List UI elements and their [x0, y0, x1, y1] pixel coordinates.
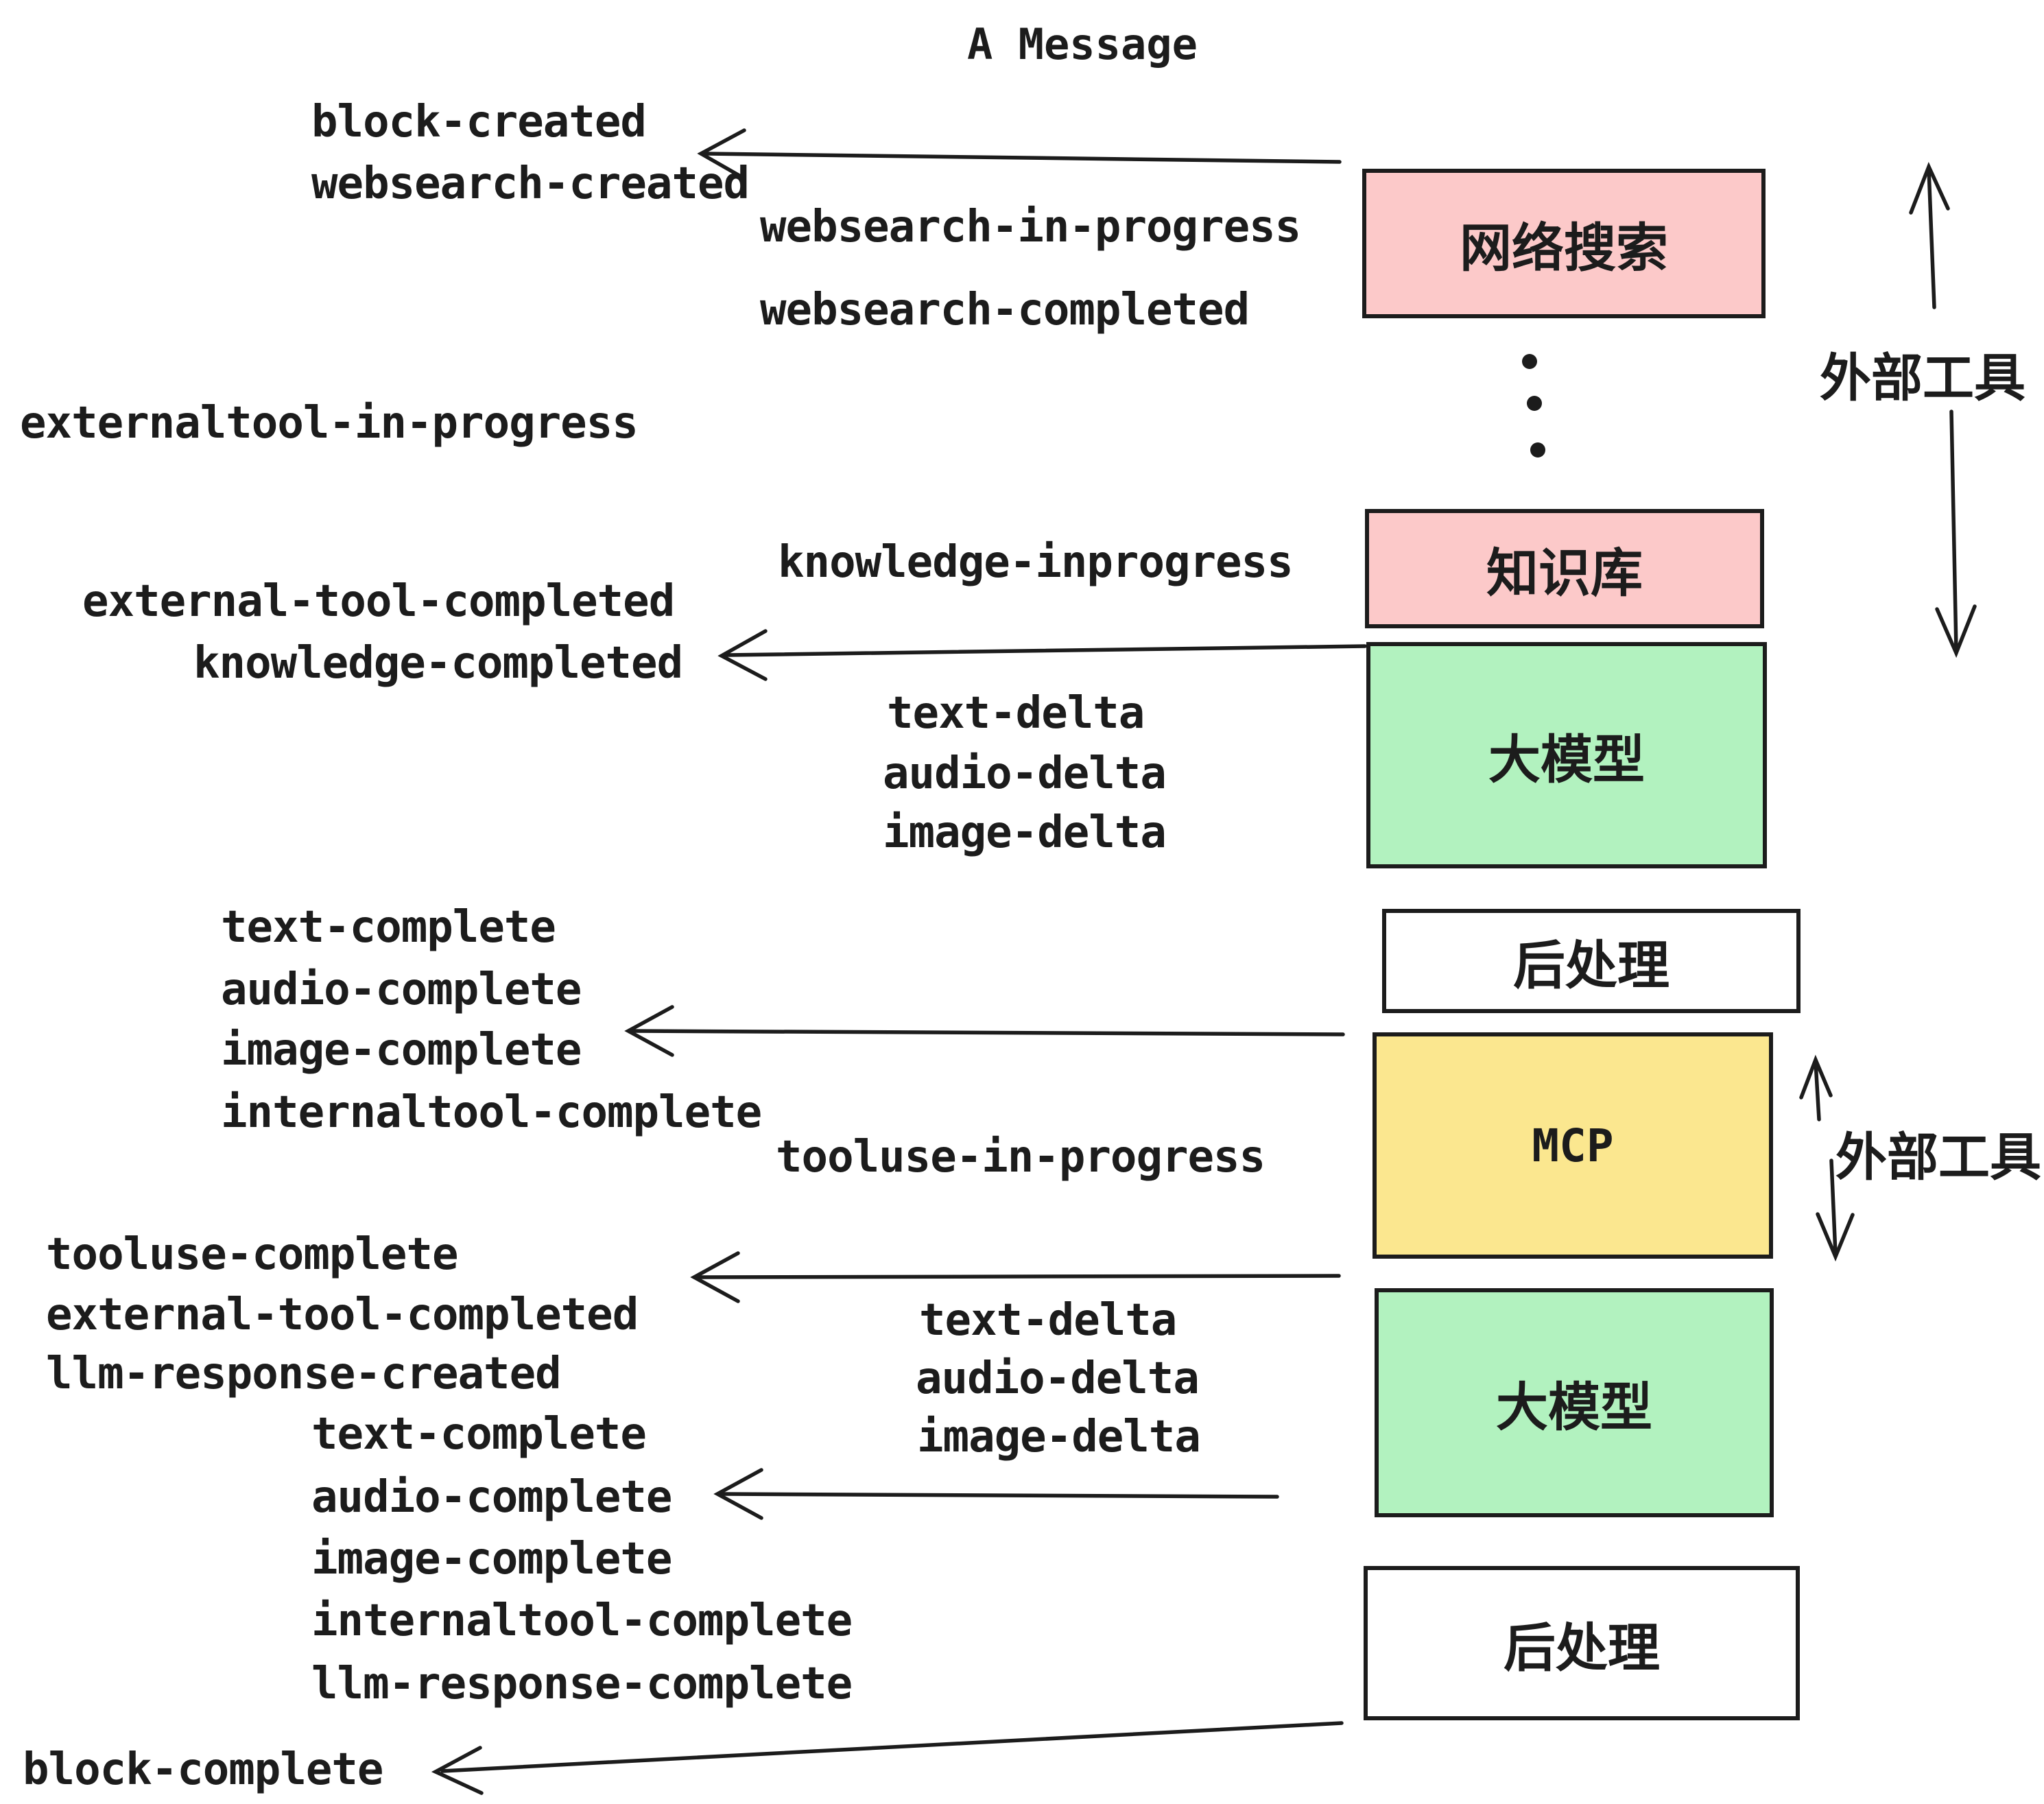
event-label-websearch-created: websearch-created: [311, 158, 750, 209]
event-label-image-complete-2: image-complete: [311, 1534, 672, 1585]
arrow-websearch-to-block-created: [697, 128, 1342, 180]
event-label-knowledge-inprogress: knowledge-inprogress: [778, 537, 1294, 588]
knowledge-base-box: 知识库: [1365, 509, 1764, 628]
event-label-llm-response-complete: llm-response-complete: [311, 1659, 853, 1709]
knowledge-base-box-label: 知识库: [1486, 545, 1643, 603]
external-tools-top-down-arrow: [1935, 410, 1977, 658]
arrow-postprocess-to-image-complete: [624, 1005, 1345, 1057]
websearch-box-label: 网络搜索: [1460, 219, 1668, 278]
event-label-text-complete-2: text-complete: [311, 1409, 647, 1460]
external-tools-label-top: 外部工具: [1820, 349, 2026, 407]
arrow-postprocess-to-block-complete: [431, 1721, 1344, 1795]
event-label-websearch-completed: websearch-completed: [760, 285, 1250, 335]
event-label-externaltool-in-progress: externaltool-in-progress: [20, 398, 639, 449]
llm-box-top: 大模型: [1366, 642, 1767, 868]
event-label-knowledge-completed: knowledge-completed: [193, 638, 683, 689]
event-label-audio-delta-2: audio-delta: [916, 1353, 1200, 1404]
ellipsis-dots: [1522, 354, 1545, 458]
arrow-knowledge-to-knowledge-completed: [717, 629, 1367, 681]
event-label-llm-response-created: llm-response-created: [46, 1349, 562, 1399]
event-label-image-complete-1: image-complete: [221, 1025, 582, 1076]
event-label-text-complete-1: text-complete: [221, 902, 556, 953]
event-label-external-tool-completed: external-tool-completed: [82, 576, 675, 627]
event-label-text-delta-2: text-delta: [919, 1295, 1177, 1346]
arrow-mcp-to-tooluse-complete: [690, 1251, 1341, 1303]
external-tools-bottom-up-arrow: [1799, 1054, 1833, 1121]
event-label-block-complete: block-complete: [23, 1744, 383, 1795]
diagram-title: A Message: [967, 19, 1198, 69]
arrow-llm-to-audio-complete: [713, 1468, 1279, 1520]
event-label-text-delta-1: text-delta: [887, 688, 1145, 739]
event-label-internaltool-complete-2: internaltool-complete: [311, 1595, 853, 1646]
websearch-box: 网络搜索: [1362, 169, 1766, 318]
postprocess-box-top-label: 后处理: [1513, 937, 1669, 995]
event-label-image-delta-2: image-delta: [917, 1412, 1201, 1462]
postprocess-box-top: 后处理: [1382, 909, 1801, 1013]
llm-box-bottom: 大模型: [1375, 1288, 1774, 1517]
event-label-block-created: block-created: [311, 97, 647, 147]
event-label-audio-complete-2: audio-complete: [311, 1472, 672, 1523]
mcp-box: MCP: [1372, 1032, 1773, 1259]
event-label-audio-complete-1: audio-complete: [221, 964, 582, 1015]
llm-box-bottom-label: 大模型: [1496, 1379, 1652, 1437]
external-tools-label-bottom: 外部工具: [1835, 1128, 2042, 1186]
event-label-websearch-in-progress: websearch-in-progress: [760, 202, 1301, 252]
event-label-internaltool-complete-1: internaltool-complete: [221, 1087, 762, 1138]
postprocess-box-bottom-label: 后处理: [1504, 1619, 1660, 1678]
event-label-tooluse-complete: tooluse-complete: [46, 1229, 458, 1280]
event-label-tooluse-in-progress: tooluse-in-progress: [776, 1132, 1265, 1183]
event-label-external-tool-completed-2: external-tool-completed: [46, 1290, 639, 1340]
event-label-image-delta-1: image-delta: [883, 807, 1167, 858]
mcp-box-label: MCP: [1532, 1119, 1614, 1172]
external-tools-top-up-arrow: [1909, 161, 1950, 309]
llm-box-top-label: 大模型: [1488, 731, 1645, 790]
postprocess-box-bottom: 后处理: [1364, 1566, 1800, 1720]
event-label-audio-delta-1: audio-delta: [883, 748, 1167, 799]
